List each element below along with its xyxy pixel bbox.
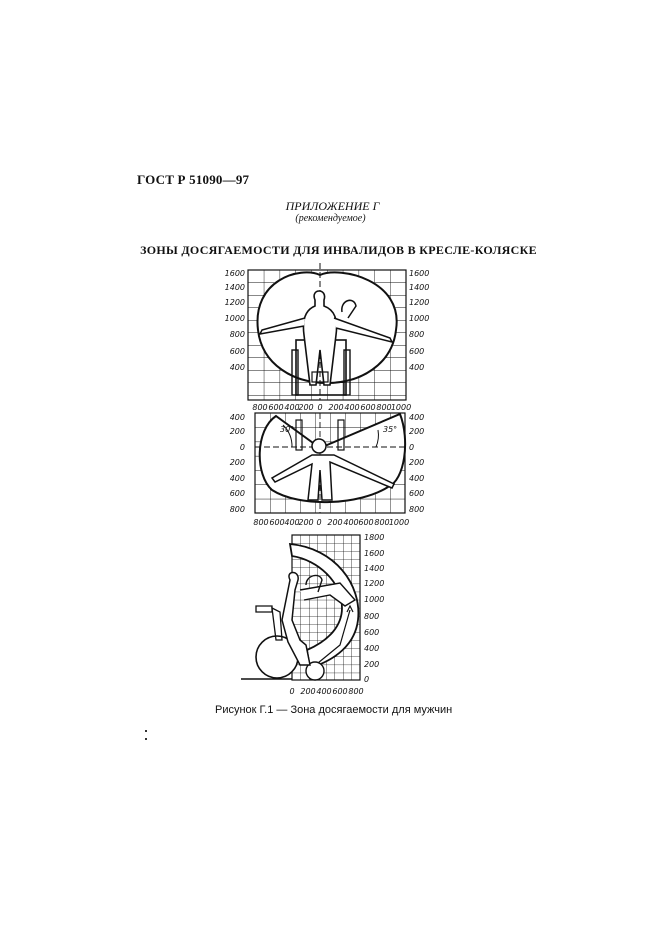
- y-tick: 400: [230, 363, 245, 372]
- x-tick: 400: [284, 403, 299, 412]
- x-tick: 800: [252, 403, 267, 412]
- x-tick: 800: [376, 403, 391, 412]
- x-tick: 600: [360, 403, 375, 412]
- angle-label-right: 35°: [383, 425, 397, 434]
- top-view-y-axis-left: 400 200 0 200 400 600 800: [230, 413, 245, 514]
- section-title: ЗОНЫ ДОСЯГАЕМОСТИ ДЛЯ ИНВАЛИДОВ В КРЕСЛЕ…: [140, 243, 537, 257]
- y-tick: 1200: [409, 298, 429, 307]
- x-tick: 600: [358, 518, 373, 527]
- y-tick: 800: [409, 330, 424, 339]
- top-view-y-axis-right: 400 200 0 200 400 600 800: [409, 413, 424, 514]
- front-view-diagram: [247, 263, 407, 401]
- x-tick: 400: [344, 403, 359, 412]
- x-tick: 400: [284, 518, 299, 527]
- y-tick: 1000: [225, 314, 245, 323]
- x-tick: 600: [332, 687, 347, 696]
- x-tick: 200: [327, 518, 342, 527]
- y-tick: 1400: [364, 564, 384, 573]
- x-tick: 200: [298, 403, 313, 412]
- y-tick: 1600: [225, 269, 245, 278]
- front-view-y-axis-left: 1600 1400 1200 1000 800 600 400: [225, 269, 245, 372]
- y-tick: 200: [364, 660, 379, 669]
- y-tick: 800: [364, 612, 379, 621]
- y-tick: 600: [230, 489, 245, 498]
- appendix-title: ПРИЛОЖЕНИЕ Г: [285, 199, 380, 213]
- x-tick: 0: [316, 518, 321, 527]
- scan-marks: [145, 730, 147, 746]
- x-tick: 1000: [389, 518, 409, 527]
- x-tick: 800: [348, 687, 363, 696]
- y-tick: 1200: [364, 579, 384, 588]
- y-tick: 400: [409, 363, 424, 372]
- x-tick: 600: [269, 518, 284, 527]
- y-tick: 600: [364, 628, 379, 637]
- side-view-x-axis: 0 200 400 600 800: [289, 687, 363, 696]
- y-tick: 1600: [364, 549, 384, 558]
- y-tick: 1400: [409, 283, 429, 292]
- y-tick: 1200: [225, 298, 245, 307]
- top-view-diagram: 30° 35°: [254, 412, 407, 514]
- x-tick: 200: [298, 518, 313, 527]
- y-tick: 600: [409, 347, 424, 356]
- y-tick: 600: [230, 347, 245, 356]
- y-tick: 400: [409, 474, 424, 483]
- y-tick: 600: [409, 489, 424, 498]
- y-tick: 400: [230, 413, 245, 422]
- y-tick: 400: [409, 413, 424, 422]
- side-view-y-axis-right: 1800 1600 1400 1200 1000 800 600 400 200…: [364, 533, 384, 684]
- appendix-note: (рекомендуемое): [295, 213, 366, 224]
- standard-id: ГОСТ Р 51090—97: [137, 172, 250, 187]
- top-view-x-axis: 800 600 400 200 0 200 400 600 800 1000: [253, 518, 409, 527]
- y-tick: 200: [409, 458, 424, 467]
- y-tick: 800: [230, 505, 245, 514]
- y-tick: 1600: [409, 269, 429, 278]
- y-tick: 0: [240, 443, 245, 452]
- y-tick: 0: [409, 443, 414, 452]
- side-view-diagram: [241, 534, 361, 681]
- y-tick: 0: [364, 675, 369, 684]
- y-tick: 200: [409, 427, 424, 436]
- y-tick: 800: [409, 505, 424, 514]
- angle-label-left: 30°: [280, 425, 294, 434]
- x-tick: 0: [317, 403, 322, 412]
- y-tick: 400: [364, 644, 379, 653]
- y-tick: 1000: [364, 595, 384, 604]
- y-tick: 400: [230, 474, 245, 483]
- x-tick: 400: [316, 687, 331, 696]
- y-tick: 1800: [364, 533, 384, 542]
- y-tick: 200: [230, 427, 245, 436]
- x-tick: 800: [374, 518, 389, 527]
- x-tick: 600: [268, 403, 283, 412]
- y-tick: 1400: [225, 283, 245, 292]
- front-view-y-axis-right: 1600 1400 1200 1000 800 600 400: [409, 269, 429, 372]
- x-tick: 200: [300, 687, 315, 696]
- front-view-x-axis: 800 600 400 200 0 200 400 600 800 1000: [252, 403, 411, 412]
- x-tick: 200: [328, 403, 343, 412]
- y-tick: 800: [230, 330, 245, 339]
- x-tick: 0: [289, 687, 294, 696]
- x-tick: 1000: [391, 403, 411, 412]
- figure-caption: Рисунок Г.1 — Зона досягаемости для мужч…: [215, 704, 453, 716]
- y-tick: 200: [230, 458, 245, 467]
- x-tick: 800: [253, 518, 268, 527]
- x-tick: 400: [343, 518, 358, 527]
- y-tick: 1000: [409, 314, 429, 323]
